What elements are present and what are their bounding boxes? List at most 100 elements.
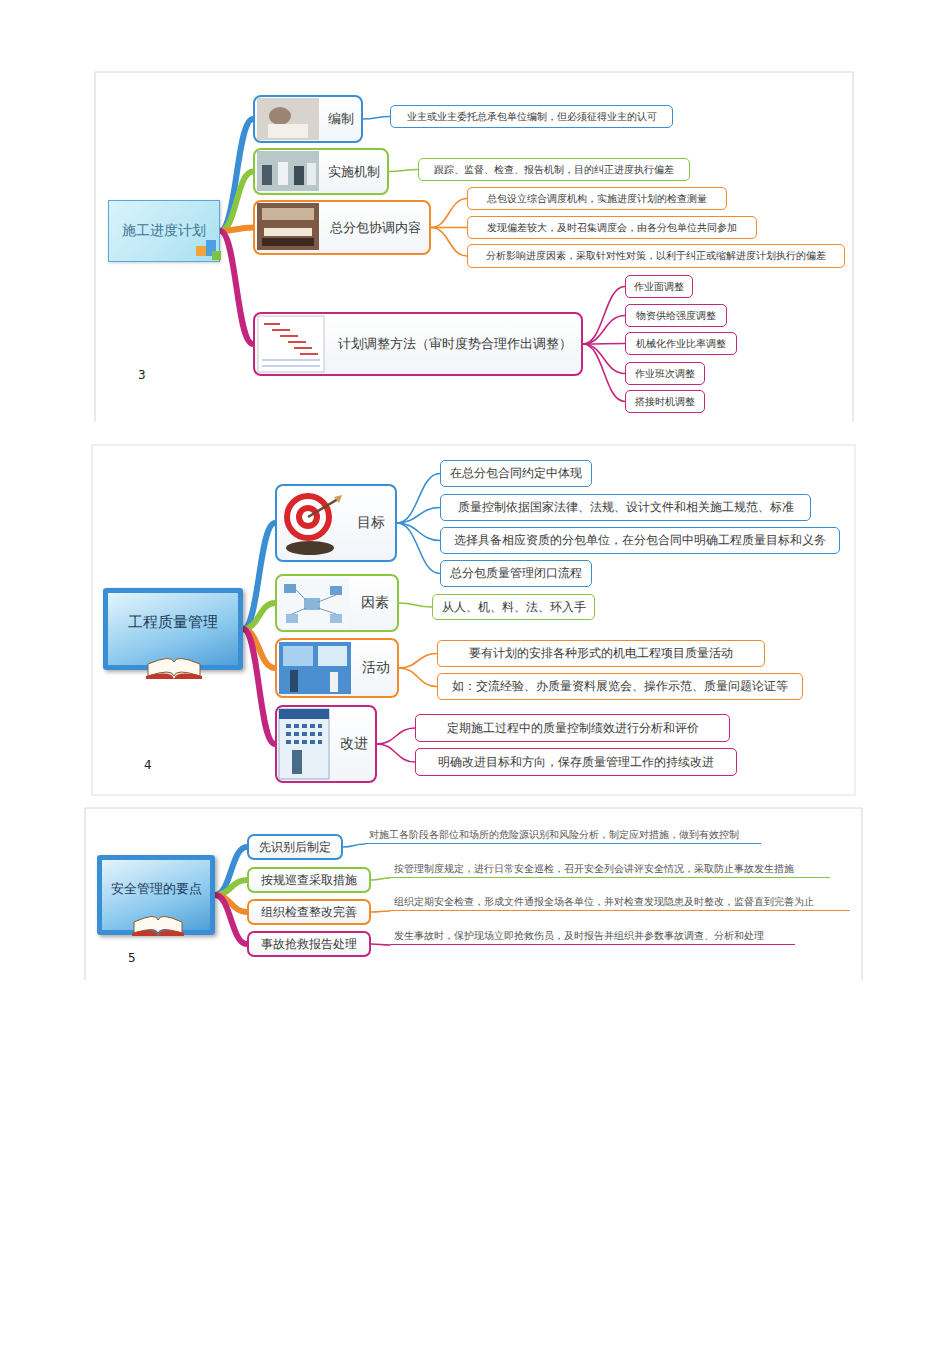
node-text: 总分包质量管理闭口流程 <box>450 566 582 581</box>
factor-thumbnail <box>330 586 342 595</box>
factor-thumbnail <box>292 590 336 614</box>
node-text: 选择具备相应资质的分包单位，在分包合同中明确工程质量目标和义务 <box>454 533 826 548</box>
leaf-connector <box>583 287 625 345</box>
branch-box: 总分包协调内容 <box>253 200 431 255</box>
leaf-box: 作业班次调整 <box>625 362 705 385</box>
leaf-connector <box>343 844 365 847</box>
branch-box: 事故抢救报告处理 <box>247 931 371 957</box>
branch-box: 因素 <box>275 574 399 632</box>
node-text: 业主或业主委托总承包单位编制，但必须征得业主的认可 <box>407 110 657 124</box>
gantt-thumbnail <box>262 360 320 366</box>
leaf-connector <box>583 316 625 345</box>
leaf-connector <box>397 523 440 574</box>
node-text: 组织定期安全检查，形成文件通报全场各单位，并对检查发现隐患及时整改，监督直到完善… <box>394 895 814 909</box>
branch-box: 先识别后制定 <box>247 834 343 860</box>
target-icon <box>290 499 326 535</box>
photo-thumbnail <box>294 166 304 185</box>
leaf-underline: 对施工各阶段各部位和场所的危险源识别和风险分析，制定应对措施，做到有效控制 <box>365 826 761 844</box>
leaf-box: 定期施工过程中的质量控制绩效进行分析和评价 <box>415 714 730 742</box>
node-text: 先识别后制定 <box>259 839 331 856</box>
leaf-connector <box>371 911 390 912</box>
node-text: 要有计划的安排各种形式的机电工程项目质量活动 <box>469 646 733 661</box>
leaf-box: 如：交流经验、办质量资料展览会、操作示范、质量问题论证等 <box>437 673 803 700</box>
book-icon <box>146 674 202 679</box>
node-text: 活动 <box>362 659 390 677</box>
leaf-underline: 组织定期安全检查，形成文件通报全场各单位，并对检查发现隐患及时整改，监督直到完善… <box>390 893 850 911</box>
node-text: 实施机制 <box>328 163 380 181</box>
activity-thumbnail <box>290 670 298 692</box>
target-icon <box>302 511 314 523</box>
photo-thumbnail <box>262 208 314 220</box>
node-text: 因素 <box>361 594 389 612</box>
photo-thumbnail <box>278 162 288 185</box>
node-text: 发生事故时，保护现场立即抢救伤员，及时报告并组织并参数事故调查、分析和处理 <box>394 929 764 943</box>
cube-icon <box>212 251 221 260</box>
leaf-box: 在总分包合同约定中体现 <box>440 460 592 487</box>
callout-number: 5 <box>128 951 136 965</box>
leaf-box: 搭接时机调整 <box>625 390 705 413</box>
leaf-box: 总分包质量管理闭口流程 <box>440 560 592 587</box>
main-branch-curve <box>215 895 247 944</box>
node-text: 事故抢救报告处理 <box>261 936 357 953</box>
leaf-connector <box>399 668 437 687</box>
photo-thumbnail <box>262 238 314 246</box>
target-icon <box>286 541 334 555</box>
node-text: 总包设立综合调度机构，实施进度计划的检查测量 <box>487 192 707 206</box>
photo-thumbnail <box>257 203 319 250</box>
main-branch-curve <box>220 119 253 231</box>
photo-thumbnail <box>269 107 291 125</box>
node-text: 搭接时机调整 <box>635 395 695 409</box>
leaf-connector <box>583 344 625 374</box>
node-text: 作业面调整 <box>634 280 684 294</box>
leaf-box: 明确改进目标和方向，保存质量管理工作的持续改进 <box>415 748 737 776</box>
book-icon <box>134 916 182 933</box>
node-text: 施工进度计划 <box>122 222 206 240</box>
node-text: 目标 <box>357 514 385 532</box>
node-text: 安全管理的要点 <box>111 880 202 898</box>
leaf-connector <box>389 170 418 172</box>
poster-thumbnail <box>292 750 302 774</box>
root-blackboard: 工程质量管理 <box>103 588 243 670</box>
leaf-box: 质量控制依据国家法律、法规、设计文件和相关施工规范、标准 <box>440 494 811 521</box>
branch-box: 活动 <box>275 638 399 698</box>
photo-thumbnail <box>268 124 308 138</box>
branch-box: 按规巡查采取措施 <box>247 867 371 893</box>
factor-thumbnail <box>279 578 349 628</box>
node-text: 在总分包合同约定中体现 <box>450 466 582 481</box>
target-icon <box>284 493 332 541</box>
main-branch-curve <box>220 231 253 344</box>
main-branch-curve <box>215 847 247 895</box>
leaf-connector <box>583 344 625 402</box>
activity-thumbnail <box>330 672 338 692</box>
leaf-connector <box>363 117 390 120</box>
panel-frame <box>85 808 862 980</box>
activity-thumbnail <box>283 646 313 666</box>
leaf-box: 选择具备相应资质的分包单位，在分包合同中明确工程质量目标和义务 <box>440 527 840 554</box>
poster-thumbnail <box>279 709 329 719</box>
photo-thumbnail <box>262 165 272 185</box>
node-text: 工程质量管理 <box>128 613 218 632</box>
photo-thumbnail <box>257 151 319 191</box>
leaf-box: 跟踪、监督、检查、报告机制，目的纠正进度执行偏差 <box>418 158 690 181</box>
node-text: 按管理制度规定，进行日常安全巡检，召开安全列会讲评安全情况，采取防止事故发生措施 <box>394 862 794 876</box>
book-icon <box>132 931 184 936</box>
callout-number: 4 <box>144 758 152 772</box>
target-icon <box>334 495 342 503</box>
photo-thumbnail <box>307 163 316 185</box>
node-text: 编制 <box>328 110 354 128</box>
book-icon <box>148 658 200 676</box>
node-text: 跟踪、监督、检查、报告机制，目的纠正进度执行偏差 <box>434 163 674 177</box>
node-text: 总分包协调内容 <box>330 219 421 237</box>
panel-frame <box>95 72 853 422</box>
main-branch-curve <box>220 172 253 232</box>
factor-thumbnail <box>286 614 298 623</box>
root-topic: 施工进度计划 <box>108 200 220 262</box>
leaf-connector <box>377 744 415 762</box>
leaf-connector <box>431 199 467 228</box>
main-branch-curve <box>243 603 275 629</box>
node-text: 改进 <box>340 735 368 753</box>
leaf-connector <box>399 654 437 669</box>
leaf-underline: 按管理制度规定，进行日常安全巡检，召开安全列会讲评安全情况，采取防止事故发生措施 <box>390 860 830 878</box>
node-text: 明确改进目标和方向，保存质量管理工作的持续改进 <box>438 755 714 770</box>
